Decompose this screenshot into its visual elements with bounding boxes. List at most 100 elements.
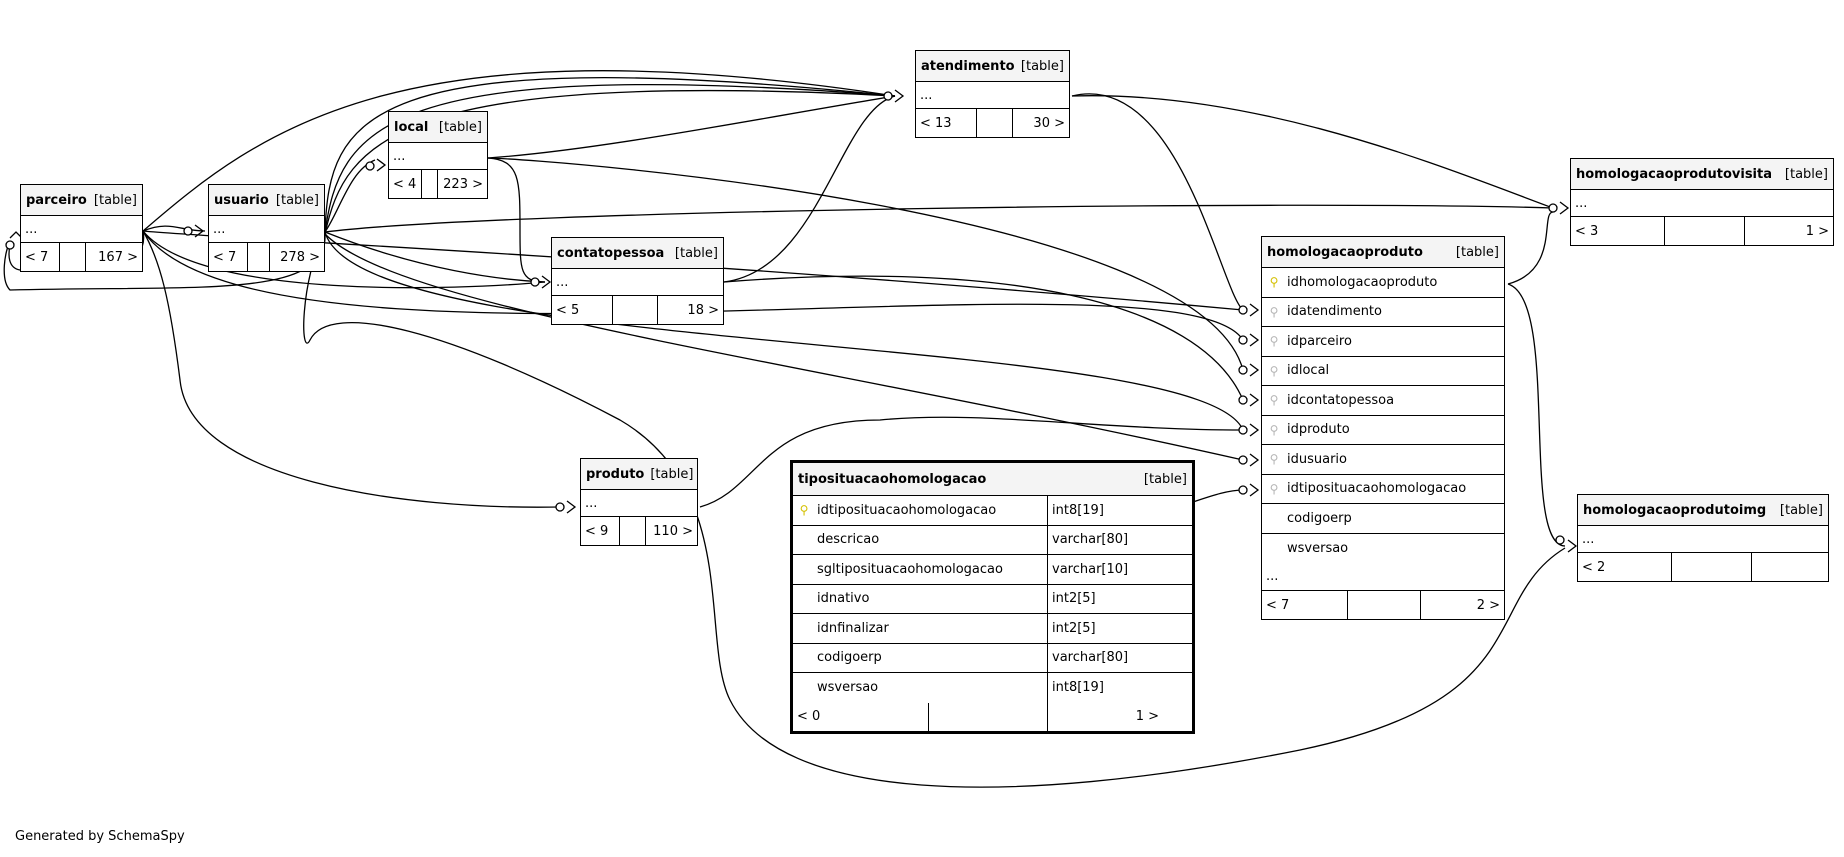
- column-row[interactable]: ⚲idatendimento: [1262, 298, 1504, 327]
- children-count[interactable]: 110 >: [645, 517, 697, 545]
- table-homologacaoproduto[interactable]: homologacaoproduto [table] ⚲idhomologaca…: [1261, 236, 1505, 620]
- children-count[interactable]: 278 >: [269, 243, 324, 271]
- crows-foot: [566, 500, 577, 514]
- parents-count[interactable]: < 4: [393, 176, 417, 192]
- table-type: [table]: [674, 245, 718, 261]
- table-parceiro[interactable]: parceiro [table] ... < 7 167 >: [20, 184, 143, 272]
- parents-count[interactable]: < 7: [25, 249, 49, 265]
- relationship-line: [487, 157, 546, 283]
- relationship-line: [324, 233, 1244, 461]
- parents-count[interactable]: < 13: [920, 115, 952, 131]
- more-columns: ...: [213, 221, 226, 237]
- children-count[interactable]: 1 >: [1744, 217, 1833, 245]
- parents-count[interactable]: < 3: [1575, 223, 1599, 239]
- column-name: descricao: [817, 532, 880, 548]
- column-row[interactable]: ⚲idhomologacaoproduto: [1262, 268, 1504, 298]
- table-header: homologacaoprodutovisita [table]: [1571, 159, 1833, 190]
- relationship-line: [303, 231, 1566, 788]
- relationship-line: [142, 225, 206, 232]
- column-name-cell: sgltiposituacaohomologacao: [793, 555, 1047, 584]
- column-row[interactable]: codigoerp: [1262, 504, 1504, 534]
- table-header: homologacaoproduto [table]: [1262, 237, 1504, 268]
- relationship-line: [1071, 93, 1244, 311]
- foreign-key-icon: ⚲: [1269, 304, 1279, 319]
- foreign-key-icon: ⚲: [1269, 393, 1279, 408]
- crows-foot: [1567, 539, 1578, 553]
- parents-count[interactable]: < 5: [556, 302, 580, 318]
- children-count[interactable]: 18 >: [657, 296, 723, 324]
- parents-count[interactable]: < 7: [1266, 597, 1290, 613]
- table-name: local: [394, 119, 429, 135]
- column-type: int2[5]: [1047, 614, 1163, 643]
- table-tiposituacaohomologacao[interactable]: tiposituacaohomologacao [table] ⚲idtipos…: [790, 460, 1195, 734]
- table-footer: < 7 2 >: [1262, 591, 1504, 619]
- column-row[interactable]: ⚲idparceiro: [1262, 327, 1504, 357]
- relationship-line: [324, 77, 896, 231]
- table-produto[interactable]: produto [table] ... < 9 110 >: [580, 458, 698, 546]
- table-local[interactable]: local [table] ... < 4 223 >: [388, 111, 488, 199]
- crows-foot: [1249, 393, 1260, 407]
- relationship-line: [1071, 95, 1554, 209]
- zero-or-many-circle: [5, 240, 15, 250]
- table-type: [table]: [1020, 58, 1064, 74]
- crows-foot: [1559, 201, 1570, 215]
- table-homologacaoprodutovisita[interactable]: homologacaoprodutovisita [table] ... < 3…: [1570, 158, 1834, 246]
- parents-count[interactable]: < 7: [213, 249, 237, 265]
- crows-foot: [376, 158, 387, 172]
- foreign-key-icon: ⚲: [1269, 334, 1279, 349]
- crows-foot: [1249, 333, 1260, 347]
- column-count: [421, 170, 437, 198]
- crows-foot: [1249, 363, 1260, 377]
- children-count[interactable]: 30 >: [1012, 109, 1069, 137]
- column-row[interactable]: ⚲ idlocal: [1262, 357, 1504, 386]
- table-name: atendimento: [921, 58, 1015, 74]
- column-name: sgltiposituacaohomologacao: [817, 561, 1003, 577]
- foreign-key-icon: ⚲: [1269, 422, 1279, 437]
- parents-count[interactable]: < 2: [1582, 559, 1606, 575]
- table-homologacaoprodutoimg[interactable]: homologacaoprodutoimg [table] ... < 2: [1577, 494, 1829, 582]
- column-name: wsversao: [817, 680, 879, 696]
- table-contatopessoa[interactable]: contatopessoa [table] ... < 5 18 >: [551, 237, 724, 325]
- column-row[interactable]: wsversao: [1262, 534, 1504, 564]
- children-count[interactable]: [1751, 553, 1828, 581]
- column-name: codigoerp: [1287, 510, 1352, 526]
- children-count[interactable]: 2 >: [1420, 591, 1504, 619]
- column-row[interactable]: ⚲idproduto: [1262, 416, 1504, 445]
- table-header: parceiro [table]: [21, 185, 142, 216]
- children-count[interactable]: 1 >: [1047, 702, 1163, 731]
- table-name: homologacaoprodutovisita: [1576, 166, 1773, 182]
- zero-or-many-circle: [530, 277, 540, 287]
- table-type: [table]: [1143, 471, 1187, 487]
- children-count[interactable]: 223 >: [437, 170, 487, 198]
- zero-or-many-circle: [1238, 365, 1248, 375]
- table-name: produto: [586, 466, 645, 482]
- relationship-line: [142, 230, 561, 508]
- foreign-key-icon: ⚲: [1269, 363, 1279, 378]
- more-columns-row: ...: [1262, 563, 1504, 591]
- table-usuario[interactable]: usuario [table] ... < 7 278 >: [208, 184, 325, 272]
- table-header: local [table]: [389, 112, 487, 143]
- more-columns-row: ...: [209, 216, 324, 243]
- column-row[interactable]: ⚲idusuario: [1262, 445, 1504, 475]
- more-columns-row: ...: [581, 490, 697, 517]
- parents-count[interactable]: < 9: [585, 523, 609, 539]
- column-row[interactable]: ⚲idtiposituacaohomologacao: [1262, 475, 1504, 504]
- column-name: idlocal: [1287, 363, 1330, 379]
- table-name: tiposituacaohomologacao: [798, 471, 987, 487]
- column-name: codigoerp: [817, 650, 882, 666]
- table-atendimento[interactable]: atendimento [table] ... < 13 30 >: [915, 50, 1070, 138]
- column-row[interactable]: ⚲idcontatopessoa: [1262, 386, 1504, 416]
- table-footer: < 7 278 >: [209, 243, 324, 271]
- children-count[interactable]: 167 >: [85, 243, 142, 271]
- column-count: [247, 243, 269, 271]
- parents-count[interactable]: < 0: [797, 709, 821, 724]
- column-name-cell: idnativo: [793, 585, 1047, 614]
- table-footer: < 13 30 >: [916, 109, 1069, 137]
